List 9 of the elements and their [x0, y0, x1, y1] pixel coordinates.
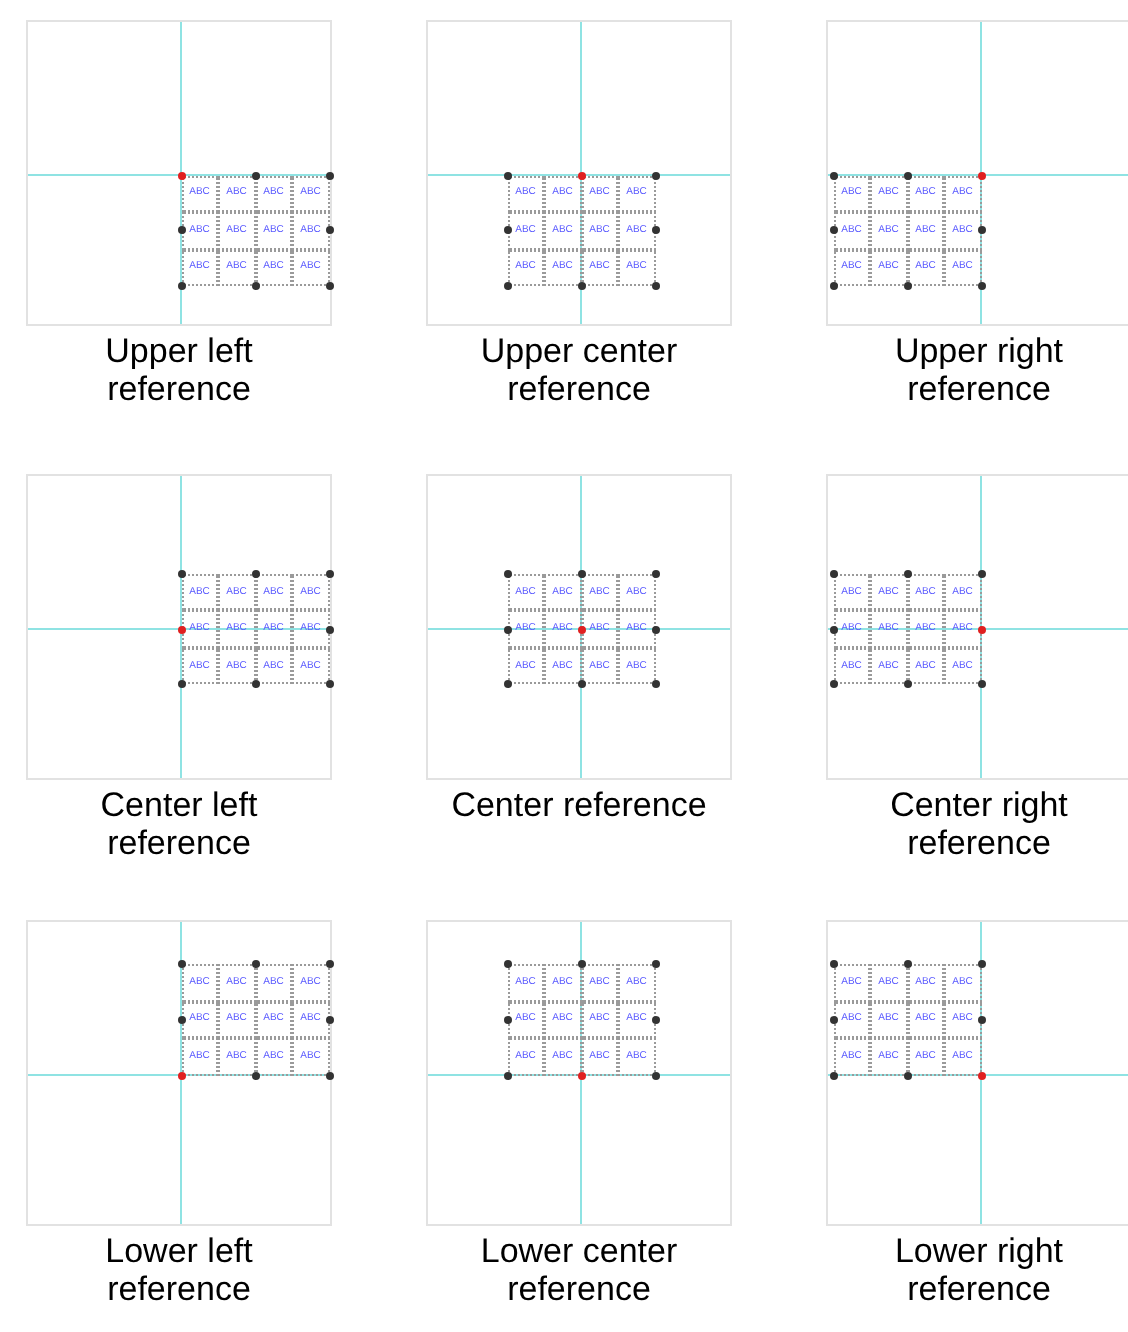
panel-caption: Center left reference: [98, 786, 260, 862]
panel-caption: Upper left reference: [103, 332, 255, 408]
panel-caption: Lower center reference: [478, 1232, 680, 1308]
panel-caption: Upper center reference: [478, 332, 680, 408]
panel-caption: Upper right reference: [892, 332, 1066, 408]
panel-caption: Center right reference: [888, 786, 1070, 862]
panel-caption: Lower right reference: [892, 1232, 1066, 1308]
panel-caption: Center reference: [449, 786, 709, 824]
panel-caption: Lower left reference: [103, 1232, 255, 1308]
